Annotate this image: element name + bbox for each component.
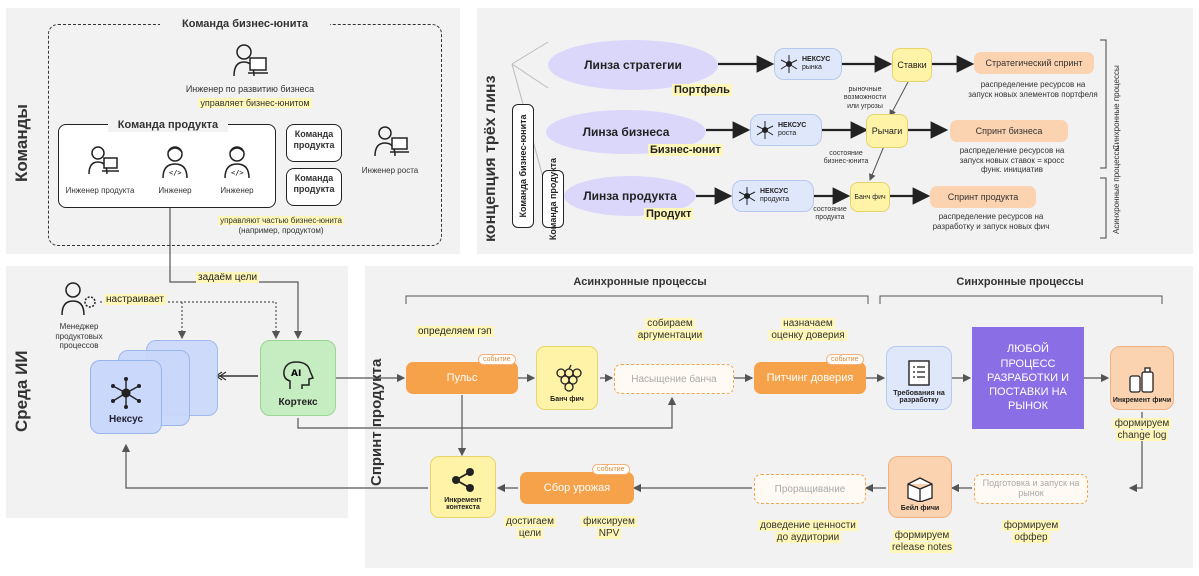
product-sprint: Спринт продукта	[930, 186, 1036, 208]
bunch-box: Банч фич	[850, 182, 890, 212]
ai-icon-text: AI	[291, 369, 301, 379]
feature-file-card: Бейл фичи	[888, 456, 952, 518]
bunch-saturation-step[interactable]: Насыщение банча	[614, 364, 734, 394]
business-unit-label: Бизнес-юнит	[648, 144, 723, 156]
pulse-event-badge: событие	[478, 354, 516, 365]
harvest-step[interactable]: Сбор урожая	[520, 472, 634, 504]
nexus-network-icon	[756, 121, 774, 139]
strategic-sprint: Стратегический спринт	[974, 52, 1094, 74]
ai-brain-icon: AI	[283, 361, 315, 389]
feature-increment-card: Инкремент фичи	[1110, 346, 1174, 410]
engineer-1-label: Инженер	[158, 186, 192, 195]
engineer-2-label: Инженер	[220, 186, 254, 195]
sync-side-label: Синхронные процессы	[1112, 65, 1121, 150]
engineer-1-icon: </>	[162, 146, 188, 179]
pitching-event-badge: событие	[826, 354, 864, 365]
product-team-title: Команда продукта	[108, 119, 228, 133]
share-icon	[452, 467, 474, 492]
bets-box: Ставки	[892, 48, 932, 82]
business-desc: распределение ресурсов на запуск новых с…	[959, 146, 1065, 175]
harvest-event-badge: событие	[592, 464, 630, 475]
bu-state-note: состояние бизнес-юнита	[823, 150, 869, 166]
nexus-card[interactable]: Нексус	[90, 360, 162, 434]
prepare-launch-step[interactable]: Подготовка и запуск на рынок	[974, 474, 1088, 504]
strategy-lens: Линза стратегии	[548, 40, 718, 90]
trust-pitching-step[interactable]: Питчинг доверия	[754, 362, 866, 394]
bu-manages-label: управляет бизнес-юнитом	[198, 98, 312, 108]
context-increment-card: Инкремент контекста	[430, 456, 496, 518]
sync-header: Синхронные процессы	[956, 276, 1084, 288]
nexus-network-icon	[738, 187, 756, 205]
product-engineer-label: Инженер продукта	[65, 186, 135, 195]
product-team-box-3	[286, 168, 342, 206]
manager-label: Менеджер продуктовых процессов	[55, 322, 103, 351]
bu-team-pill: Команда бизнес-юнита	[512, 104, 534, 228]
box-icon	[907, 477, 933, 503]
manage-part-label: управляют частью бизнес-юнита(например, …	[218, 216, 344, 235]
define-gap-label: определяем гэп	[416, 326, 494, 337]
nexus-network-icon	[780, 55, 798, 73]
lenses-title: концепция трёх линз	[482, 75, 499, 242]
business-sprint: Спринт бизнеса	[950, 120, 1068, 142]
product-team-2-label: Команда продукта	[293, 129, 335, 150]
product-state-note: состояние продукта	[813, 206, 847, 222]
manager-icon	[61, 282, 96, 316]
set-goals-label: задаём цели	[196, 272, 260, 283]
portfolio-label: Портфель	[672, 84, 732, 96]
requirements-card: Требования на разработку	[886, 346, 952, 410]
growth-engineer-label: Инженер роста	[361, 166, 419, 175]
strategic-desc: распределение ресурсов на запуск новых э…	[968, 80, 1098, 99]
product-team-pill: Команда продукта	[542, 158, 564, 240]
ai-title: Среда ИИ	[12, 350, 31, 432]
async-header: Асинхронные процессы	[573, 276, 707, 288]
product-desc: распределение ресурсов на разработку и з…	[932, 212, 1050, 231]
growth-engineer-icon	[374, 126, 409, 157]
growing-step[interactable]: Проращивание	[754, 474, 866, 504]
grapes-icon	[556, 365, 582, 392]
product-label: Продукт	[644, 208, 694, 220]
jars-icon	[1129, 367, 1154, 393]
svg-text:</>: </>	[169, 169, 182, 177]
configures-label: настраивает	[104, 294, 166, 305]
levers-box: Рычаги	[866, 114, 908, 148]
bunch-features-card: Банч фич	[536, 346, 598, 410]
svg-text:</>: </>	[231, 169, 244, 177]
bu-engineer-icon	[233, 44, 268, 77]
engineer-2-icon: </>	[224, 146, 250, 179]
async-side-label: Асинхронные процессы	[1112, 145, 1121, 234]
teams-title: Команды	[12, 104, 31, 182]
product-team-box-2	[286, 124, 342, 162]
market-note: рыночные возможности или угрозы	[843, 86, 887, 110]
sprint-title: Спринт продукта	[368, 358, 385, 486]
cortex-card[interactable]: AI Кортекс	[260, 340, 336, 416]
product-team-3-label: Команда продукта	[293, 173, 335, 194]
pulse-step[interactable]: Пульс	[406, 362, 518, 394]
checklist-icon	[908, 359, 930, 386]
bu-engineer-label: Инженер по развитию бизнеса	[185, 84, 315, 94]
nexus-network-icon	[111, 377, 141, 409]
bu-team-title: Команда бизнес-юнита	[160, 18, 330, 32]
product-engineer-icon	[88, 146, 119, 175]
any-process-box: ЛЮБОЙ ПРОЦЕСС РАЗРАБОТКИ И ПОСТАВКИ НА Р…	[972, 327, 1084, 429]
